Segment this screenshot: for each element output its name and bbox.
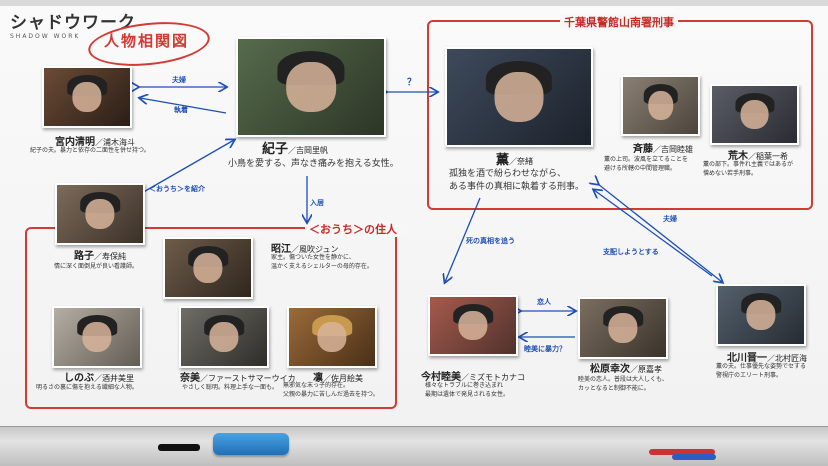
michiko-actor: ／寿保純 (94, 252, 126, 261)
shinobu-photo (52, 306, 142, 368)
nami-actor: ／ファーストサマーウイカ (200, 374, 296, 383)
relation-label-married-2: 夫婦 (663, 215, 677, 223)
mutsumi-actor: ／ミズモトカナコ (461, 373, 525, 382)
nami-name-text: 奈美 (180, 373, 200, 384)
blue-marker (672, 454, 716, 460)
relation-label-control: 支配しようとする (603, 248, 659, 256)
noriko-actor: ／吉岡里帆 (288, 146, 329, 155)
relation-label-married: 夫婦 (172, 76, 186, 84)
shinobu-desc: 明るさの裏に傷を抱える繊細な人物。 (36, 384, 138, 391)
mutsumi-photo (428, 295, 518, 356)
kaoru-name: 薫／奈緒 (496, 149, 533, 168)
kiyoaki-name-text: 宮内清明 (55, 137, 95, 148)
michiko-photo (55, 183, 145, 245)
michiko-desc: 情に深く面倒見が良い看護師。 (54, 263, 139, 270)
kitagawa-photo (716, 284, 806, 346)
board-frame (0, 0, 828, 6)
relation-label-lovers: 恋人 (537, 298, 551, 306)
kitagawa-name-text: 北川晋一 (727, 353, 767, 364)
araki-name: 荒木／稲葉一希 (728, 147, 788, 162)
kiyoaki-actor: ／浦木海斗 (95, 138, 135, 147)
eraser (213, 433, 289, 455)
relation-label-introduce: ＜おうち＞を紹介 (149, 185, 205, 193)
kiyoaki-desc: 紀子の夫。暴力と依存の二面性を併せ持つ。 (30, 147, 150, 154)
noriko-name-text: 紀子 (262, 142, 289, 157)
saito-name: 斉藤／吉岡睦雄 (633, 140, 693, 155)
matsubara-actor: ／原嘉孝 (630, 365, 662, 374)
shoe-photo (163, 237, 253, 299)
police-group-label: 千葉県警館山南署刑事 (560, 14, 678, 30)
rin-photo (287, 306, 377, 368)
kiyoaki-name: 宮内清明／浦木海斗 (55, 133, 135, 148)
saito-photo (621, 75, 700, 136)
araki-actor: ／稲葉一希 (748, 152, 788, 161)
shoe-actor: ／風吹ジュン (291, 245, 339, 254)
mutsumi-name: 今村睦美／ミズモトカナコ (421, 368, 525, 383)
relation-label-obsession: 執着 (174, 106, 188, 114)
nami-name: 奈美／ファーストサマーウイカ (180, 369, 296, 384)
rin-name: 凛／佐月絵美 (313, 369, 363, 384)
araki-name-text: 荒木 (728, 151, 748, 162)
matsubara-name: 松原幸次／原嘉孝 (590, 360, 662, 375)
noriko-photo (236, 37, 386, 137)
matsubara-photo (578, 297, 668, 359)
saito-desc: 薫の上司。波風を立てることを 避ける所轄の中間管理職。 (604, 156, 689, 172)
logo-title: シャドウワーク (10, 13, 136, 33)
red-marker (649, 449, 715, 455)
rin-name-text: 凛 (313, 373, 323, 384)
noriko-desc: 小鳥を愛する、声なき痛みを抱える女性。 (228, 159, 399, 169)
mutsumi-desc: 様々なトラブルに巻き込まれ 最期は遺体で発見される女性。 (425, 382, 510, 398)
michiko-name: 路子／寿保純 (74, 247, 126, 262)
mutsumi-name-text: 今村睦美 (421, 372, 461, 383)
show-logo: シャドウワーク SHADOW WORK (10, 8, 136, 40)
araki-photo (710, 84, 799, 145)
shinobu-name: しのぶ／酒井美里 (64, 369, 134, 384)
shoe-desc: 家主。傷ついた女性を静かに、 温かく支えるシェルターの母的存在。 (271, 254, 373, 270)
relation-label-violence: 睦美に暴力？ (524, 345, 566, 353)
shoe-name: 昭江／風吹ジュン (271, 240, 338, 255)
rin-desc: 無邪気な末っ子的存在。 父親の暴力に苦しんだ過去を持つ。 (283, 382, 379, 398)
matsubara-desc: 睦美の恋人。普段は大人しくも、 カッとなると制御不能に。 (578, 376, 668, 392)
page-title: 人物相関図 (104, 32, 190, 50)
kaoru-name-text: 薫 (496, 153, 510, 168)
kitagawa-desc: 薫の夫。仕事優先な姿勢でセする 警視庁のエリート刑事。 (716, 363, 807, 379)
logo-subtitle: SHADOW WORK (10, 33, 81, 40)
marker-tray (0, 426, 828, 466)
rin-actor: ／佐月絵美 (323, 374, 363, 383)
kitagawa-name: 北川晋一／北村匠海 (727, 349, 807, 364)
kaoru-photo (445, 47, 593, 147)
nami-desc: やさしく聡明。料理上手な一面も。 (182, 384, 279, 391)
kaoru-actor: ／奈緒 (509, 157, 534, 166)
kaoru-desc: 孤独を酒で紛らわせながら、 ある事件の真相に執着する刑事。 (449, 169, 585, 192)
shinobu-actor: ／酒井美里 (94, 374, 134, 383)
araki-desc: 薫の部下。事件れ主義ではあるが 憎めない若手刑事。 (703, 161, 794, 177)
kitagawa-actor: ／北村匠海 (767, 354, 807, 363)
relation-label-unknown: ？ (407, 78, 417, 88)
relation-label-truth: 死の真相を追う (466, 237, 515, 245)
relation-label-move-in: 入居 (310, 199, 324, 207)
house-group-label: ＜おうち＞の住人 (305, 221, 401, 237)
noriko-name: 紀子／吉岡里帆 (262, 138, 328, 157)
nami-photo (179, 306, 269, 368)
saito-name-text: 斉藤 (633, 144, 653, 155)
michiko-name-text: 路子 (74, 251, 94, 262)
kiyoaki-photo (42, 66, 132, 128)
house-group-box (25, 227, 397, 409)
shoe-name-text: 昭江 (271, 244, 291, 255)
matsubara-name-text: 松原幸次 (590, 364, 630, 375)
saito-actor: ／吉岡睦雄 (653, 145, 693, 154)
black-marker (158, 444, 200, 451)
shinobu-name-text: しのぶ (64, 373, 94, 384)
